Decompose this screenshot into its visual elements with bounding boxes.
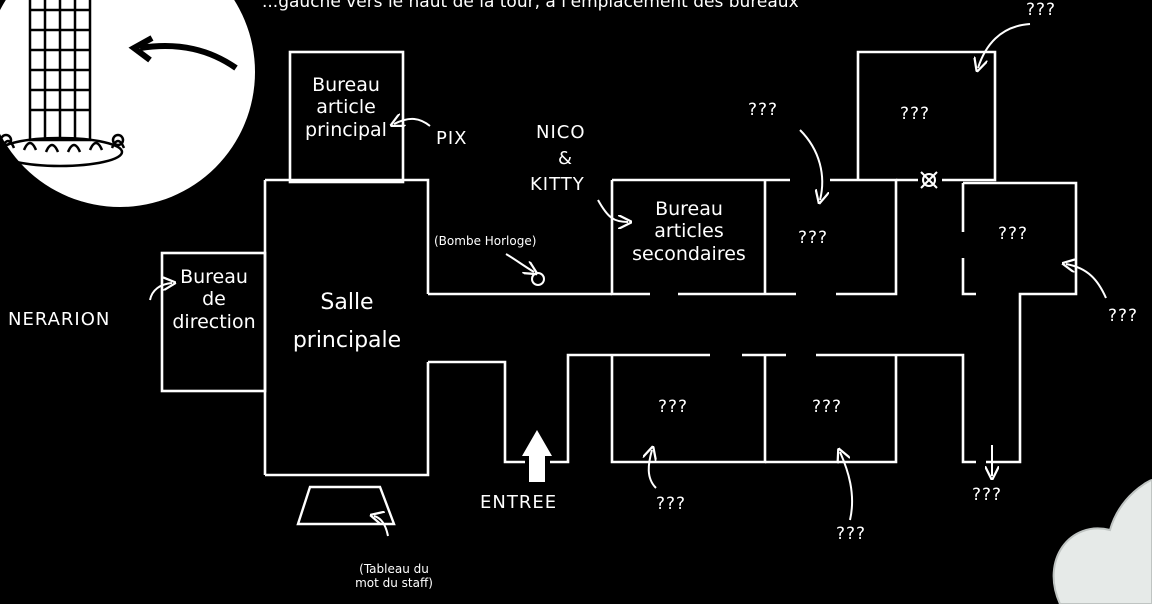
label-ampersand: &	[558, 148, 574, 169]
label-unknown-below-bottom2: ???	[836, 524, 867, 544]
label-unknown-top-edge: ???	[1026, 0, 1057, 20]
label-unknown-below-bottom1: ???	[656, 494, 687, 514]
label-kitty: KITTY	[530, 174, 585, 195]
arrow-q-room2	[799, 129, 822, 200]
label-pix: PIX	[436, 128, 468, 149]
label-tableau: (Tableau du mot du staff)	[355, 562, 433, 591]
arrow-q-bottom1	[649, 450, 656, 489]
label-unknown-room-far-right: ???	[998, 224, 1029, 244]
arrow-q-bottom2	[840, 452, 854, 521]
label-nico: NICO	[536, 122, 586, 143]
label-unknown-room-bottom1: ???	[658, 397, 689, 417]
label-bureau-article-principal: Bureau article principal	[305, 74, 387, 141]
label-unknown-corridor-end: ???	[972, 485, 1003, 505]
arrow-nico-kitty	[597, 199, 628, 222]
label-bombe-horloge: (Bombe Horloge)	[434, 234, 537, 248]
bomb-icon	[531, 272, 545, 286]
label-unknown-room-topright: ???	[900, 104, 931, 124]
label-unknown-room-2: ???	[798, 228, 829, 248]
arrow-bombe	[505, 253, 534, 272]
label-unknown-right-edge: ???	[1108, 306, 1139, 326]
label-bureau-articles-secondaires: Bureau articles secondaires	[632, 198, 746, 265]
label-unknown-above-room2: ???	[748, 100, 779, 120]
label-entree: ENTREE	[480, 492, 558, 513]
entrance-arrow-icon	[522, 430, 552, 482]
arrow-nerarion	[149, 283, 172, 301]
tower-illustration	[0, 0, 255, 207]
arrow-q-topright	[978, 23, 1031, 68]
tableau-board	[296, 485, 396, 526]
tower-arrow-icon	[139, 43, 238, 71]
label-salle-principale: Salle principale	[292, 290, 402, 353]
arrow-q-far-right	[1066, 264, 1107, 299]
label-nerarion: NERARION	[8, 309, 111, 330]
pointer-arrows	[149, 23, 1107, 537]
label-bureau-direction: Bureau de direction	[172, 266, 256, 333]
arrow-tableau	[374, 516, 389, 537]
arrow-pix	[394, 119, 431, 126]
header-text: ...gauche vers le haut de la tour, à l'e…	[262, 0, 799, 12]
cloud-shape	[1052, 478, 1152, 604]
label-unknown-room-bottom2: ???	[812, 397, 843, 417]
blocked-door-icon	[920, 171, 938, 189]
